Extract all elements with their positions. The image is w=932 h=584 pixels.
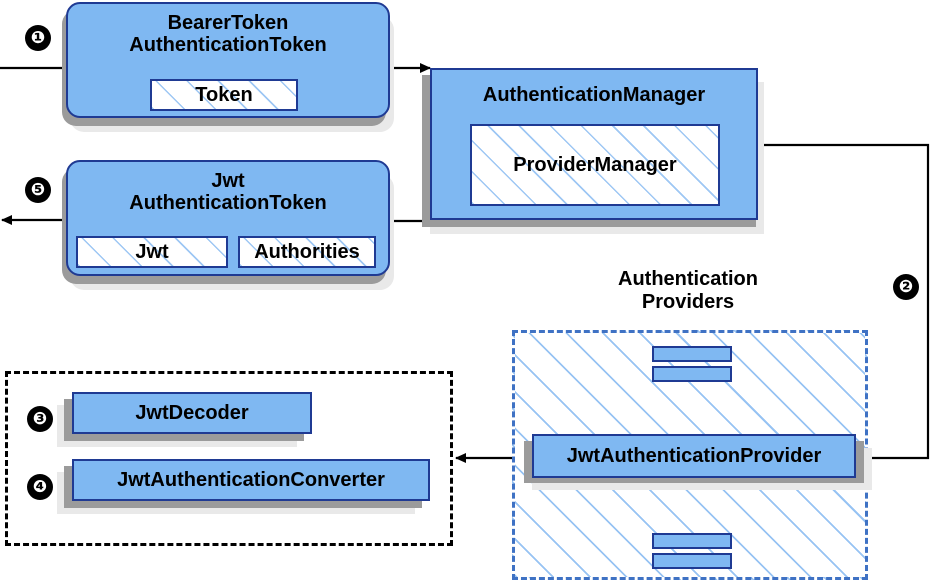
jwt-decoder-title: JwtDecoder (135, 401, 249, 424)
provider-placeholder-bar-top-2 (652, 366, 732, 382)
slot-token: Token (150, 79, 298, 111)
provider-placeholder-bar-bottom-2 (652, 553, 732, 569)
slot-authorities: Authorities (238, 236, 376, 268)
badge-step-4: ❹ (27, 474, 53, 500)
badge-step-1: ❶ (25, 25, 51, 51)
jwt-authentication-token-title: Jwt AuthenticationToken (129, 170, 327, 215)
node-jwt-authentication-converter[interactable]: JwtAuthenticationConverter (72, 459, 430, 501)
slot-jwt: Jwt (76, 236, 228, 268)
node-jwt-authentication-provider[interactable]: JwtAuthenticationProvider (532, 434, 856, 478)
badge-step-5: ❺ (25, 177, 51, 203)
provider-placeholder-bar-top-1 (652, 346, 732, 362)
authentication-manager-title: AuthenticationManager (482, 84, 706, 106)
authentication-providers-label: Authentication Providers (618, 268, 758, 313)
provider-placeholder-bar-bottom-1 (652, 533, 732, 549)
badge-step-2: ❷ (893, 274, 919, 300)
badge-step-3: ❸ (27, 406, 53, 432)
slot-provider-manager: ProviderManager (470, 124, 720, 206)
jwt-authentication-provider-title: JwtAuthenticationProvider (566, 444, 822, 467)
bearer-token-title: BearerToken AuthenticationToken (129, 12, 327, 57)
jwt-authentication-converter-title: JwtAuthenticationConverter (117, 468, 385, 491)
jwt-support-components-group (5, 371, 453, 546)
node-jwt-decoder[interactable]: JwtDecoder (72, 392, 312, 434)
